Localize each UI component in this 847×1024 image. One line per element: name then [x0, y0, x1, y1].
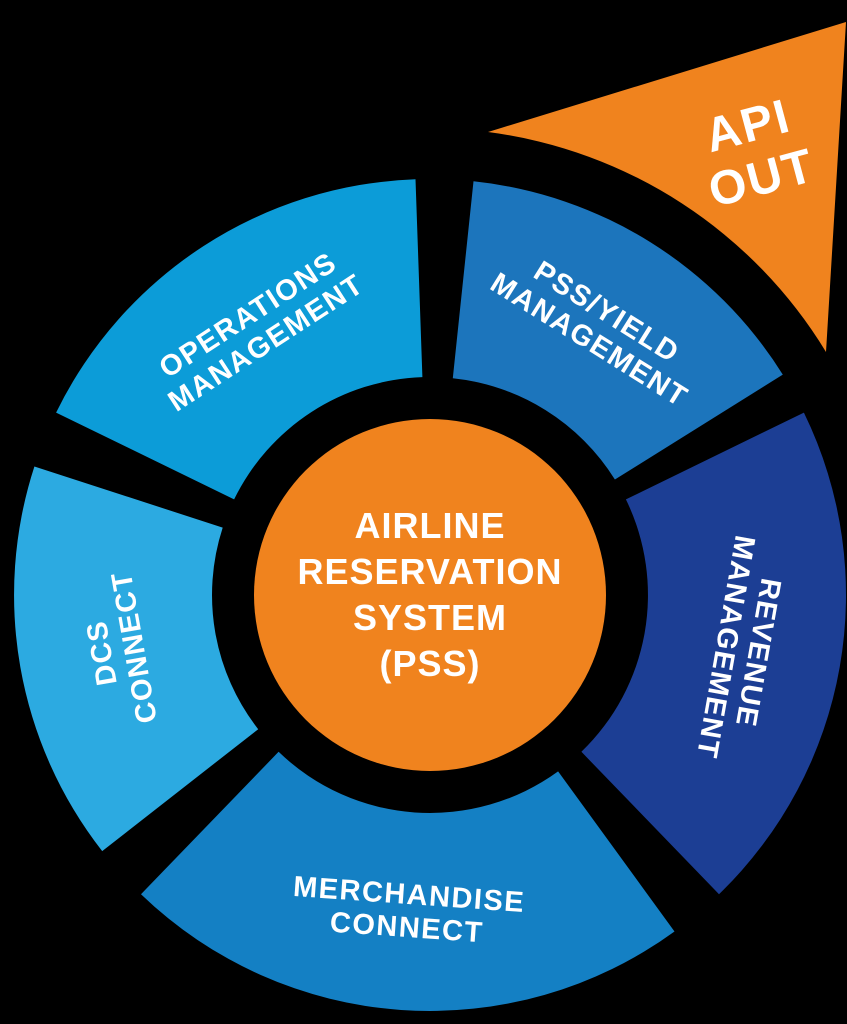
api-out-arrow: API OUT [488, 22, 846, 352]
center-label-line4: (PSS) [379, 643, 480, 684]
api-out-arrow-shape [488, 22, 846, 352]
center-label-line3: SYSTEM [353, 597, 507, 638]
segment-pss-yield-management: PSS/YIELD MANAGEMENT [452, 181, 783, 480]
segment-revenue-management-shape [581, 412, 847, 895]
segment-merchandise-connect: MERCHANDISE CONNECT [141, 751, 675, 1011]
segment-merchandise-connect-shape [141, 751, 675, 1011]
segment-revenue-management: REVENUE MANAGEMENT [581, 412, 847, 895]
segment-dcs-connect-shape [14, 466, 259, 852]
segment-operations-management-shape [56, 179, 423, 500]
center-label-line1: AIRLINE [355, 505, 506, 546]
segment-pss-yield-management-shape [452, 181, 783, 480]
center-hub-circle [254, 419, 606, 771]
center-label-line2: RESERVATION [297, 551, 562, 592]
segment-dcs-connect: DCS CONNECT [14, 466, 259, 852]
segment-operations-management: OPERATIONS MANAGEMENT [56, 179, 423, 500]
center-hub: AIRLINE RESERVATION SYSTEM (PSS) [254, 419, 606, 771]
